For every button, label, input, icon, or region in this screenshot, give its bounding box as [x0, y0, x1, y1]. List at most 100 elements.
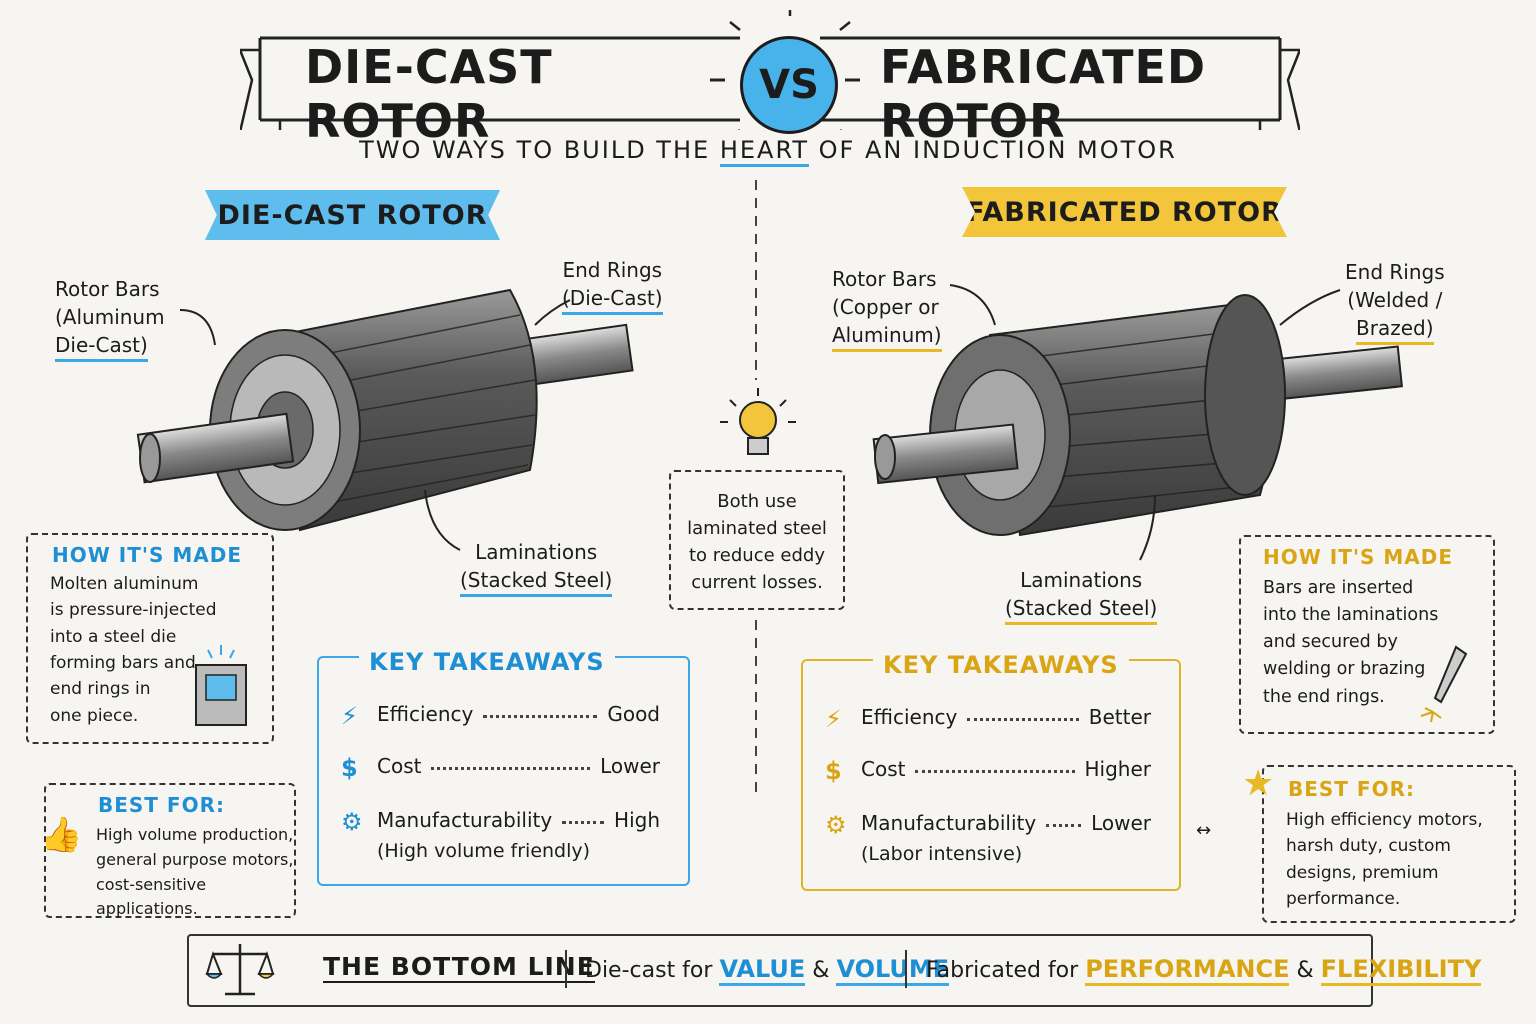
takeaway-row-manufacturability: ⚙ Manufacturability High — [341, 808, 660, 836]
best-for-line: general purpose motors, — [96, 849, 294, 869]
double-arrow-icon: ↔ — [1196, 820, 1212, 841]
how-made-line: end rings in — [50, 679, 151, 700]
star-icon: ★ — [1242, 763, 1275, 804]
label-end-rings-die-cast: End Rings (Die-Cast) — [562, 256, 663, 315]
label-line: Laminations — [1020, 568, 1143, 592]
center-note-line: current losses. — [691, 572, 823, 593]
label-line: Rotor Bars — [832, 267, 937, 291]
takeaway-row-efficiency: ⚡ Efficiency Better — [825, 705, 1151, 733]
bottom-line-die-cast: Die-cast for VALUE & VOLUME — [585, 955, 950, 986]
bottom-line-keyword: VALUE — [719, 955, 806, 986]
center-divider — [755, 180, 757, 800]
best-for-fabricated: ★ BEST FOR: High efficiency motors, hars… — [1242, 763, 1516, 923]
takeaways-title: KEY TAKEAWAYS — [873, 651, 1129, 679]
best-for-line: designs, premium — [1286, 862, 1439, 883]
best-for-line: harsh duty, custom — [1286, 836, 1451, 857]
best-for-line: High efficiency motors, — [1286, 810, 1483, 830]
fabricated-leader-arrows — [949, 284, 1341, 561]
bottom-line-fabricated: Fabricated for PERFORMANCE & FLEXIBILITY — [926, 955, 1482, 986]
lightning-icon: ⚡ — [341, 702, 358, 730]
how-made-title: HOW IT'S MADE — [1263, 545, 1453, 569]
takeaway-name: Efficiency — [377, 702, 474, 726]
takeaway-note: (High volume friendly) — [377, 840, 591, 862]
subtitle-before: TWO WAYS TO BUILD THE — [359, 136, 720, 164]
takeaway-name: Efficiency — [861, 705, 958, 729]
dot-leader — [1046, 811, 1082, 827]
lightbulb-icon — [720, 388, 796, 455]
label-laminations-die-cast: Laminations (Stacked Steel) — [460, 538, 613, 597]
dollar-icon: $ — [825, 757, 842, 785]
center-note-line: to reduce eddy — [689, 545, 825, 566]
bottom-line-amp: & — [1289, 958, 1321, 983]
title-fabricated: FABRICATED ROTOR — [880, 40, 1207, 148]
takeaway-name: Manufacturability — [377, 808, 553, 832]
how-made-line: is pressure-injected — [50, 600, 217, 621]
subtitle-after: OF AN INDUCTION MOTOR — [809, 136, 1177, 164]
gear-icon: ⚙ — [341, 808, 363, 836]
how-made-line: into a steel die — [50, 626, 177, 647]
how-made-line: welding or brazing — [1263, 659, 1426, 680]
takeaway-value: High — [614, 808, 660, 832]
label-rotor-bars-fabricated: Rotor Bars (Copper or Aluminum) — [832, 265, 942, 352]
takeaway-row-cost: $ Cost Lower — [341, 754, 660, 782]
ribbon-fabricated: FABRICATED ROTOR — [962, 187, 1287, 237]
best-for-title: BEST FOR: — [1288, 777, 1415, 801]
label-line: End Rings — [562, 258, 663, 282]
takeaway-row-efficiency: ⚡ Efficiency Good — [341, 702, 660, 730]
dollar-icon: $ — [341, 754, 358, 782]
label-line: (Welded / — [1347, 288, 1443, 312]
label-line: (Stacked Steel) — [460, 566, 613, 597]
dot-leader — [967, 705, 1079, 721]
takeaway-value: Good — [607, 702, 660, 726]
best-for-line: performance. — [1286, 889, 1401, 910]
how-made-line: the end rings. — [1263, 686, 1385, 707]
bottom-line-keyword: FLEXIBILITY — [1320, 955, 1482, 986]
welding-torch-icon — [1420, 645, 1468, 723]
bottom-line-keyword: VOLUME — [836, 955, 950, 986]
label-rotor-bars-die-cast: Rotor Bars (Aluminum Die-Cast) — [55, 275, 165, 362]
vs-badge: VS — [740, 36, 838, 134]
how-made-line: Bars are inserted — [1263, 578, 1414, 598]
how-made-line: and secured by — [1263, 632, 1398, 653]
how-made-fabricated: HOW IT'S MADE Bars are inserted into the… — [1239, 535, 1495, 734]
label-line: Die-Cast) — [55, 331, 148, 362]
how-made-line: one piece. — [50, 705, 139, 726]
label-laminations-fabricated: Laminations (Stacked Steel) — [1005, 566, 1158, 625]
fabricated-rotor-illustration — [872, 294, 1404, 537]
dot-leader — [915, 757, 1075, 773]
center-note-line: Both use — [717, 491, 797, 512]
dot-leader — [431, 754, 591, 770]
ribbon-die-cast: DIE-CAST ROTOR — [205, 190, 500, 240]
best-for-line: High volume production, — [96, 825, 294, 844]
key-takeaways-die-cast: KEY TAKEAWAYS ⚡ Efficiency Good $ Cost L… — [317, 648, 690, 886]
bottom-line-prefix: Die-cast for — [585, 958, 720, 983]
how-made-line: into the laminations — [1263, 605, 1439, 626]
dot-leader — [562, 808, 605, 824]
die-cast-rotor-illustration — [136, 288, 634, 532]
divider — [565, 950, 567, 988]
dot-leader — [483, 702, 598, 718]
bottom-line-keyword: PERFORMANCE — [1085, 955, 1290, 986]
label-end-rings-fabricated: End Rings (Welded / Brazed) — [1345, 258, 1445, 345]
label-line: End Rings — [1345, 260, 1445, 284]
takeaway-value: Better — [1088, 705, 1151, 729]
best-for-title: BEST FOR: — [98, 793, 225, 817]
lightning-icon: ⚡ — [825, 705, 842, 733]
takeaway-name: Cost — [861, 757, 906, 781]
how-made-line: Molten aluminum — [50, 574, 199, 594]
bottom-line-title: THE BOTTOM LINE — [323, 952, 595, 983]
takeaway-note: (Labor intensive) — [861, 843, 1023, 865]
takeaway-row-manufacturability: ⚙ Manufacturability Lower — [825, 811, 1151, 839]
takeaway-value: Lower — [600, 754, 660, 778]
center-note-line: laminated steel — [687, 518, 827, 539]
takeaway-value: Higher — [1084, 757, 1152, 781]
best-for-die-cast: 👍 BEST FOR: High volume production, gene… — [40, 783, 296, 918]
label-line: Laminations — [475, 540, 598, 564]
label-line: Brazed) — [1356, 314, 1434, 345]
takeaway-value: Lower — [1091, 811, 1151, 835]
bottom-line-prefix: Fabricated for — [926, 958, 1086, 983]
subtitle: TWO WAYS TO BUILD THE HEART OF AN INDUCT… — [0, 136, 1536, 167]
label-line: Rotor Bars — [55, 277, 160, 301]
takeaways-title: KEY TAKEAWAYS — [359, 648, 615, 676]
divider — [905, 950, 907, 988]
